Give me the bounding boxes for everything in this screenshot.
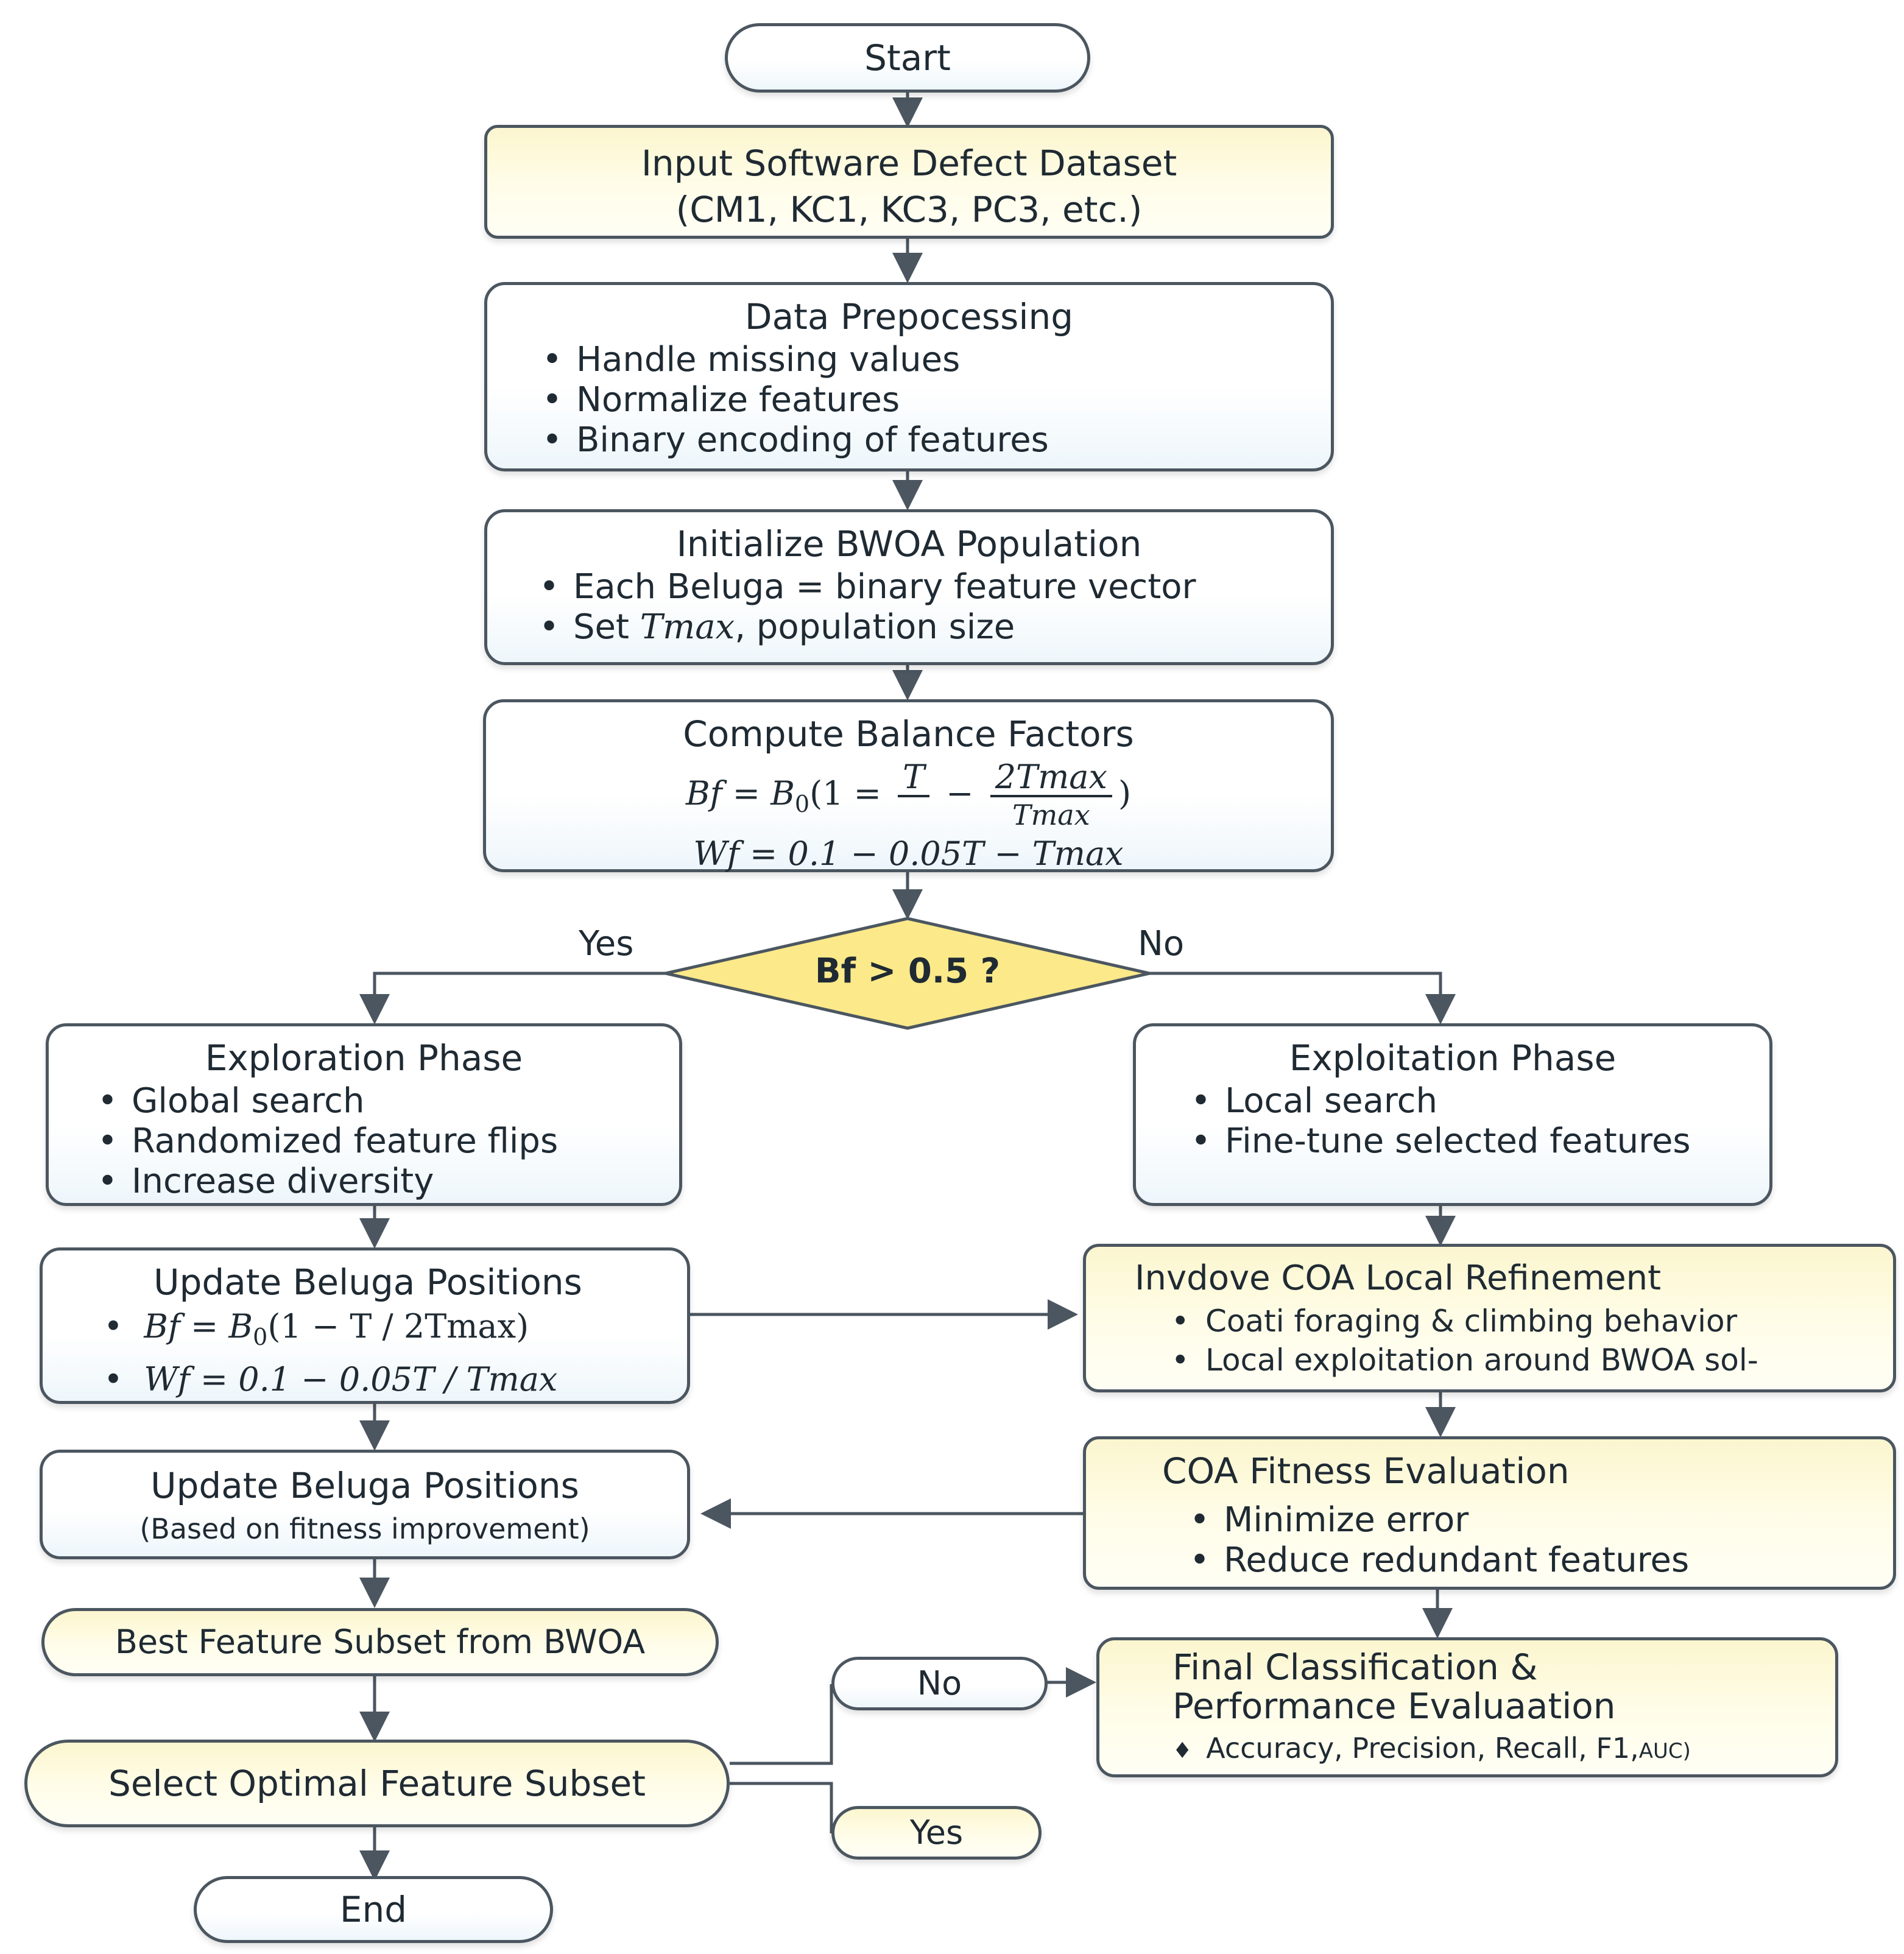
preprocessing-list: Handle missing values Normalize features… <box>542 340 1306 460</box>
arrow-decision-no <box>1148 972 1456 1025</box>
select-optimal-node: Select Optimal Feature Subset <box>24 1740 730 1827</box>
final-title2: Performance Evaluaation <box>1172 1685 1616 1727</box>
update-positions-fitness-node: Update Beluga Positions (Based on fitnes… <box>40 1450 690 1559</box>
final-evaluation-node: Final Classification & Performance Evalu… <box>1096 1637 1838 1777</box>
final-title1: Final Classification & <box>1172 1646 1538 1688</box>
select-optimal-label: Select Optimal Feature Subset <box>108 1763 646 1804</box>
fraction: T <box>898 760 930 833</box>
update2-subtitle: (Based on fitness improvement) <box>139 1512 590 1545</box>
best-subset-node: Best Feature Subset from BWOA <box>41 1608 719 1676</box>
preprocessing-item: Handle missing values <box>542 340 1306 380</box>
update1-eq2: • Wf = 0.1 − 0.05T / Tmax <box>104 1360 558 1398</box>
initialize-item: Set Tmax, population size <box>539 607 1306 647</box>
update1-title: Update Beluga Positions <box>153 1261 582 1303</box>
coa-fitness-title: COA Fitness Evaluation <box>1162 1450 1570 1492</box>
exploration-item: Randomized feature flips <box>97 1121 655 1162</box>
decision-text: Bf > 0.5 ? <box>814 951 1001 991</box>
branch-yes-node: Yes <box>831 1806 1042 1860</box>
decision-diamond <box>665 917 1150 1030</box>
preprocessing-item: Normalize features <box>542 380 1306 420</box>
coa-refine-list: Coati foraging & climbing behavior Local… <box>1171 1302 1869 1380</box>
balance-eq2: Wf = 0.1 − 0.05T − Tmax <box>693 834 1124 873</box>
input-dataset-node: Input Software Defect Dataset (CM1, KC1,… <box>484 125 1334 239</box>
initialize-list: Each Beluga = binary feature vector Set … <box>539 567 1306 647</box>
best-subset-label: Best Feature Subset from BWOA <box>115 1623 646 1661</box>
end-label: End <box>339 1889 407 1930</box>
exploitation-node: Exploitation Phase Local search Fine-tun… <box>1133 1023 1772 1206</box>
update2-title: Update Beluga Positions <box>150 1465 579 1506</box>
coa-fitness-node: COA Fitness Evaluation Minimize error Re… <box>1083 1436 1896 1590</box>
exploration-list: Global search Randomized feature flips I… <box>97 1081 655 1202</box>
exploration-item: Global search <box>97 1081 655 1121</box>
exploitation-title: Exploitation Phase <box>1289 1037 1617 1079</box>
initialize-title: Initialize BWOA Population <box>676 523 1142 565</box>
branch-no-node: No <box>831 1657 1048 1710</box>
exploration-node: Exploration Phase Global search Randomiz… <box>46 1023 682 1206</box>
balance-factors-node: Compute Balance Factors Bf = B0(1 = T − … <box>483 699 1334 873</box>
arrow-decision-yes <box>359 972 667 1025</box>
branch-no-label: No <box>917 1664 962 1702</box>
update-positions-node: Update Beluga Positions • Bf = B0(1 − T … <box>40 1247 690 1404</box>
coa-refine-item: Local exploitation around BWOA sol- <box>1171 1341 1869 1380</box>
preprocessing-node: Data Prepocessing Handle missing values … <box>484 282 1334 471</box>
exploration-item: Increase diversity <box>97 1162 655 1202</box>
exploitation-item: Local search <box>1191 1081 1745 1121</box>
tmax-symbol: Tmax <box>640 607 735 647</box>
exploration-title: Exploration Phase <box>205 1037 523 1079</box>
final-metrics: ♦ Accuracy, Precision, Recall, F1,AUC) <box>1172 1732 1691 1765</box>
coa-fitness-item: Reduce redundant features <box>1190 1540 1869 1581</box>
balance-title: Compute Balance Factors <box>683 713 1134 755</box>
preprocessing-item: Binary encoding of features <box>542 420 1306 460</box>
update1-eq1: • Bf = B0(1 − T / 2Tmax) <box>104 1307 529 1350</box>
input-title: Input Software Defect Dataset <box>641 143 1177 184</box>
decision-yes-label: Yes <box>579 924 634 964</box>
arrow-select-to-no <box>730 1684 833 1765</box>
start-label: Start <box>864 37 951 79</box>
start-node: Start <box>725 23 1090 93</box>
initialize-node: Initialize BWOA Population Each Beluga =… <box>484 509 1334 665</box>
coa-fitness-item: Minimize error <box>1190 1500 1869 1540</box>
branch-yes-label: Yes <box>909 1813 964 1852</box>
coa-refine-item: Coati foraging & climbing behavior <box>1171 1302 1869 1341</box>
coa-refinement-node: Invdove COA Local Refinement Coati forag… <box>1083 1244 1896 1392</box>
exploitation-item: Fine-tune selected features <box>1191 1121 1745 1162</box>
coa-refine-title: Invdove COA Local Refinement <box>1135 1258 1662 1298</box>
end-node: End <box>194 1876 553 1943</box>
initialize-item: Each Beluga = binary feature vector <box>539 567 1306 607</box>
preprocessing-title: Data Prepocessing <box>744 296 1074 337</box>
input-subtitle: (CM1, KC1, KC3, PC3, etc.) <box>675 189 1143 230</box>
exploitation-list: Local search Fine-tune selected features <box>1191 1081 1745 1162</box>
coa-fitness-list: Minimize error Reduce redundant features <box>1190 1500 1869 1581</box>
arrow-select-to-yes <box>730 1782 833 1833</box>
decision-no-label: No <box>1138 924 1185 964</box>
